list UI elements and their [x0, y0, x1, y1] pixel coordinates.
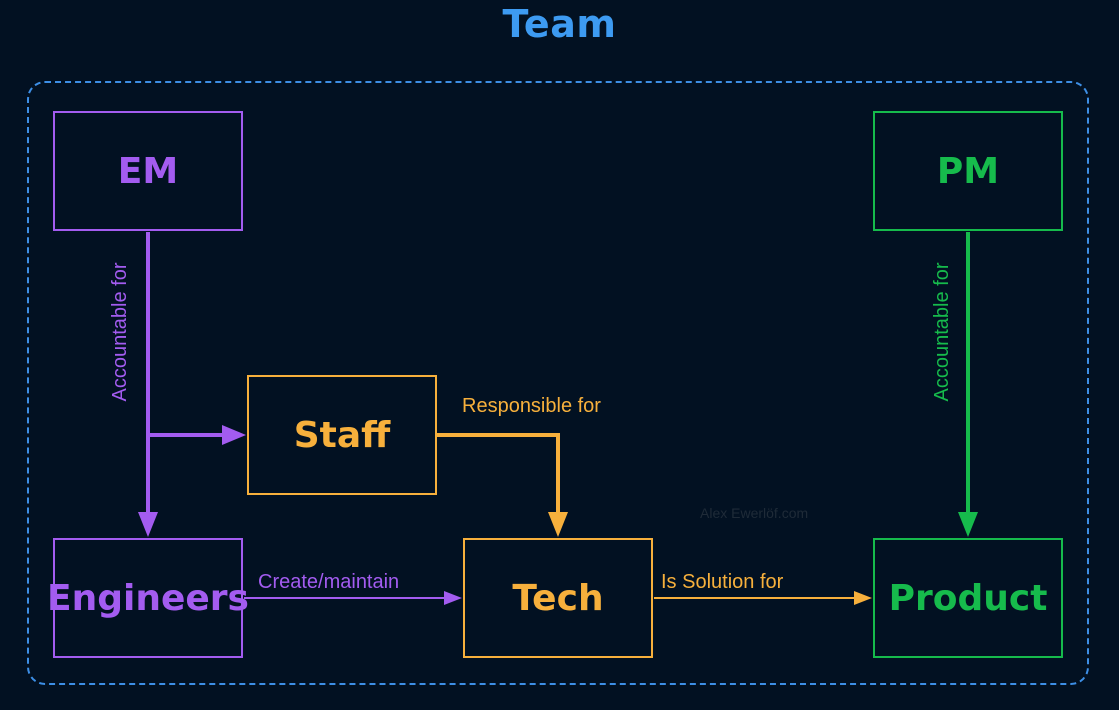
node-tech-label: Tech — [512, 577, 604, 619]
label-staff-responsible: Responsible for — [462, 395, 601, 417]
arrowhead-em-engineers — [138, 512, 158, 537]
label-tech-solution: Is Solution for — [661, 571, 784, 593]
node-pm[interactable]: PM — [873, 111, 1063, 231]
watermark-text: Alex Ewerlöf.com — [700, 505, 808, 521]
node-tech[interactable]: Tech — [463, 538, 653, 658]
arrowhead-pm-product — [958, 512, 978, 537]
team-title: Team — [502, 2, 617, 46]
arrowhead-em-staff — [222, 425, 246, 445]
node-engineers-label: Engineers — [47, 577, 249, 619]
arrowhead-staff-tech — [548, 512, 568, 537]
team-boundary — [27, 81, 1089, 685]
node-em[interactable]: EM — [53, 111, 243, 231]
node-pm-label: PM — [936, 150, 1000, 192]
node-staff[interactable]: Staff — [247, 375, 437, 495]
label-engineers-create: Create/maintain — [258, 571, 399, 593]
node-staff-label: Staff — [293, 414, 391, 456]
arrowhead-tech-product — [854, 591, 872, 605]
edge-staff-to-tech — [437, 433, 560, 512]
label-em-accountable: Accountable for — [109, 262, 131, 401]
arrowhead-engineers-tech — [444, 591, 462, 605]
node-product[interactable]: Product — [873, 538, 1063, 658]
node-engineers[interactable]: Engineers — [47, 538, 249, 658]
label-pm-accountable: Accountable for — [931, 262, 953, 401]
node-product-label: Product — [888, 577, 1048, 619]
node-em-label: EM — [117, 150, 179, 192]
